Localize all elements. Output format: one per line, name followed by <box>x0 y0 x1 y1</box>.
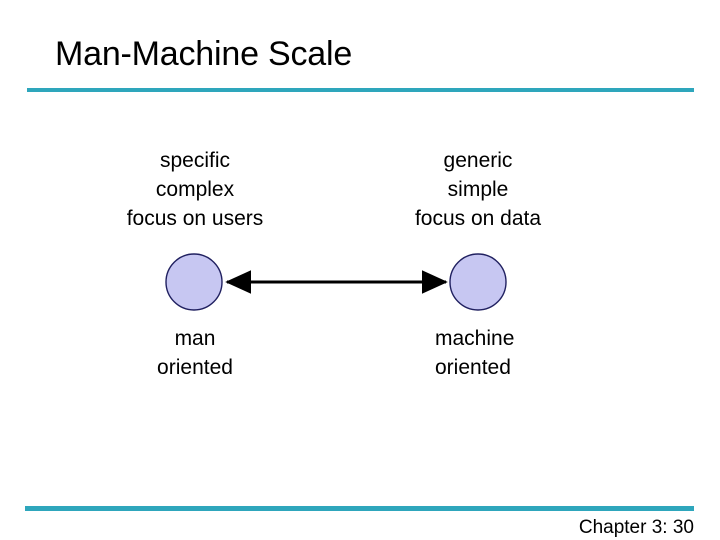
left-attributes: specific complex focus on users <box>55 146 335 233</box>
left-attribute-1: specific <box>159 149 231 172</box>
footer-divider <box>25 506 694 511</box>
right-attributes: generic simple focus on data <box>338 146 618 233</box>
title-divider <box>27 88 694 92</box>
footer-chapter-label: Chapter 3: 30 <box>578 517 694 538</box>
left-attribute-2: complex <box>155 178 235 201</box>
right-attribute-2: simple <box>447 178 509 201</box>
left-node-label-line-1: man <box>174 327 216 350</box>
right-node-label-line-1: machine <box>435 327 515 350</box>
left-attribute-3: focus on users <box>126 207 264 230</box>
man-machine-scale-diagram <box>150 246 530 320</box>
left-node-label: man oriented <box>55 324 335 382</box>
right-attribute-1: generic <box>443 149 513 172</box>
man-oriented-node <box>165 253 223 311</box>
page-title: Man-Machine Scale <box>55 35 353 73</box>
right-node-label-line-2: oriented <box>435 356 511 379</box>
left-node-label-line-2: oriented <box>157 356 233 379</box>
right-node-label: machine oriented <box>435 324 514 382</box>
machine-oriented-node <box>449 253 507 311</box>
right-attribute-3: focus on data <box>414 207 542 230</box>
